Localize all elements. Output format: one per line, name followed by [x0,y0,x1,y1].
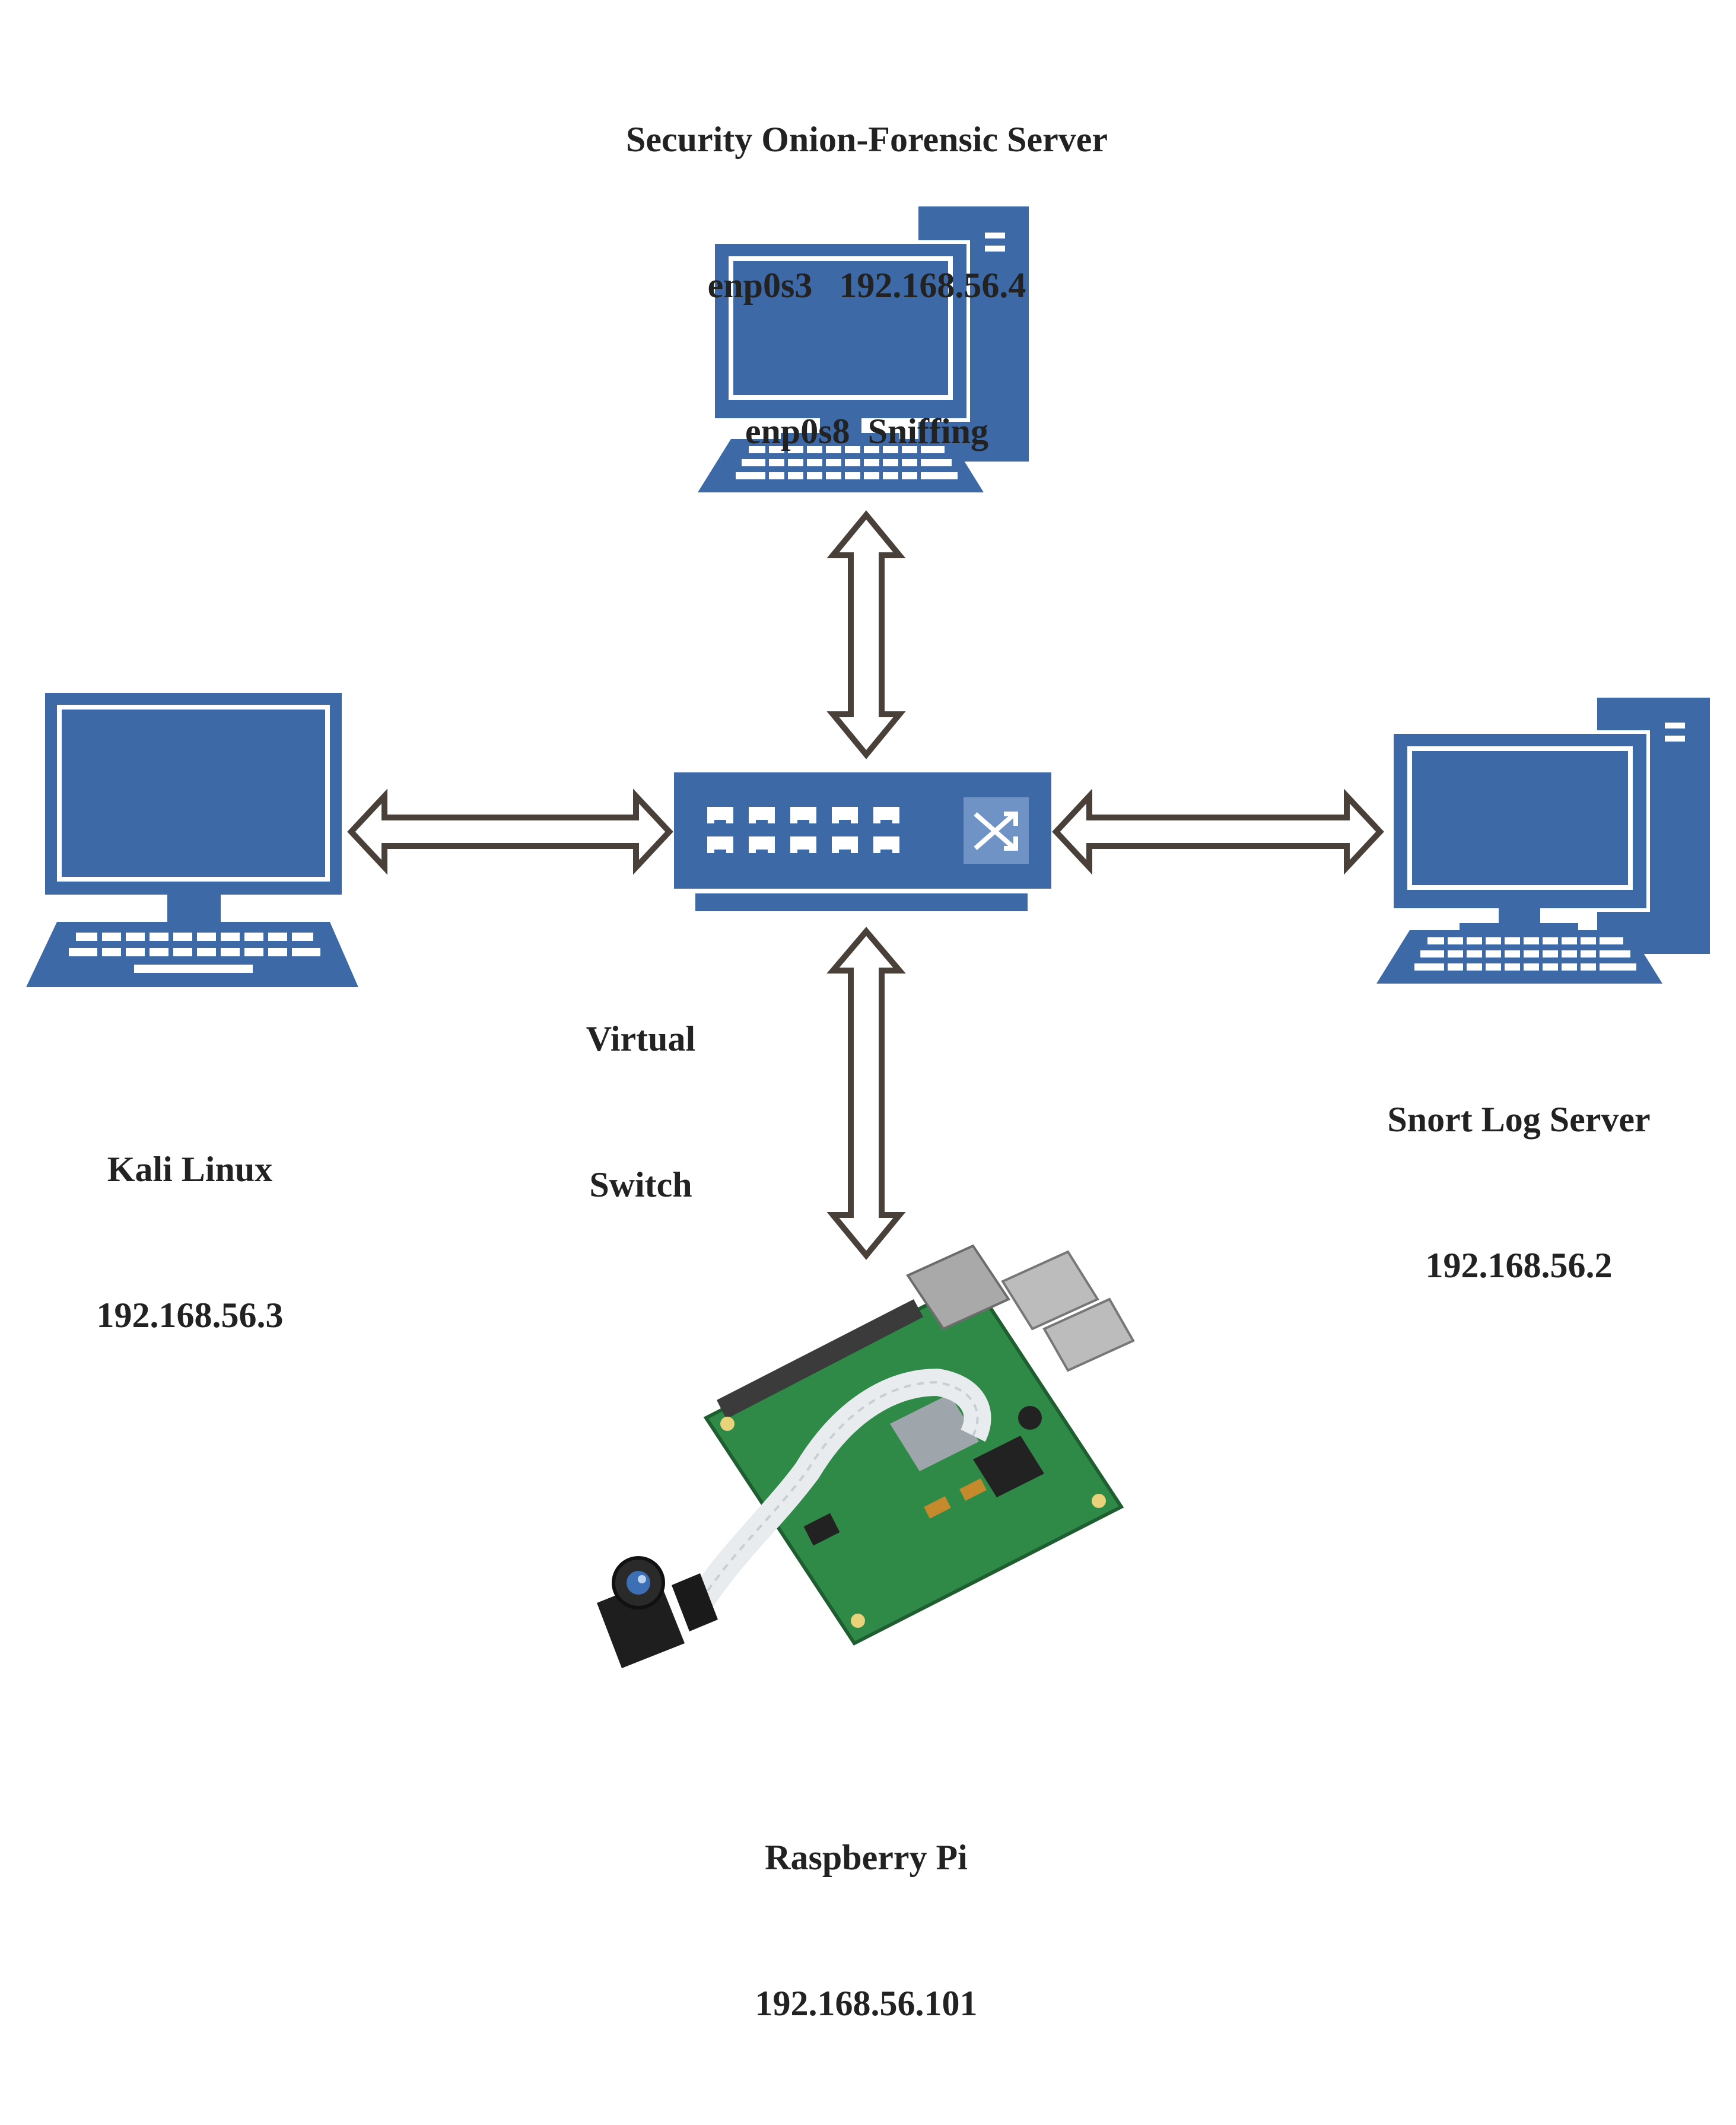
arrow-kali-switch [347,788,673,875]
diagram-canvas [26,206,1710,1668]
security-onion-enp0s3: enp0s3 192.168.56.4 [707,266,1026,305]
kali-name: Kali Linux [107,1150,273,1189]
switch-base [695,893,1028,911]
gpio-header [717,1299,923,1419]
arrow-switch-snort [1052,788,1384,875]
kali-ip: 192.168.56.3 [96,1296,284,1335]
security-onion-name: Security Onion-Forensic Server [625,120,1108,159]
cpu-chip [890,1394,979,1471]
snort-ip: 192.168.56.2 [1425,1246,1613,1285]
usb-port-2 [1042,1297,1135,1372]
screen [729,256,953,400]
arrow-switch-raspberry-pi [826,927,906,1260]
snort-desktop-icon [1376,698,1710,984]
crossing-arrows-icon [974,812,1018,851]
raspberry-pi-icon [597,1244,1135,1668]
connection-arrows [347,510,1384,1260]
virtual-switch-line1: Virtual [586,1019,696,1058]
usb-port-1 [1001,1250,1099,1331]
kali-label: Kali Linux 192.168.56.3 [24,1048,356,1437]
network-diagram: Security Onion-Forensic Server enp0s3 19… [24,18,1710,2023]
arrow-switch-security-onion [826,510,906,759]
security-onion-label: Security Onion-Forensic Server enp0s3 19… [502,18,1232,553]
screen [1407,746,1633,890]
snort-label: Snort Log Server 192.168.56.2 [1329,998,1709,1387]
kali-laptop-icon [26,693,358,987]
virtual-switch-icon [674,772,1051,911]
raspberry-pi-ip: 192.168.56.101 [755,1984,978,2023]
virtual-switch-label: Virtual Switch [522,917,759,1306]
security-onion-enp0s8: enp0s8 Sniffing [745,412,989,451]
raspberry-pi-name: Raspberry Pi [765,1838,968,1877]
virtual-switch-line2: Switch [589,1165,692,1204]
snort-name: Snort Log Server [1387,1100,1651,1139]
ram-chip [973,1436,1044,1497]
security-onion-desktop-icon [698,206,1029,492]
laptop-screen [57,705,330,882]
ethernet-port [906,1244,1010,1331]
raspberry-pi-label: Raspberry Pi 192.168.56.101 [676,1736,1056,2125]
